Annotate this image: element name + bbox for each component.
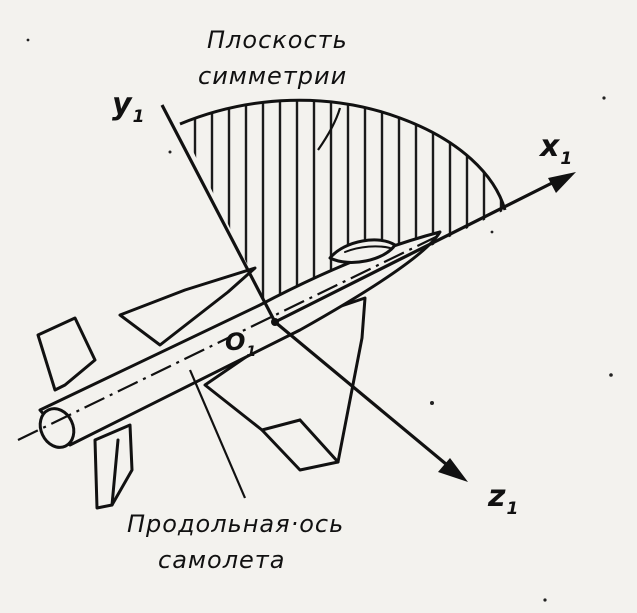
airplane	[36, 230, 442, 510]
x1-letter: x	[540, 129, 560, 164]
upper-wing	[118, 266, 257, 347]
z1-axis	[273, 320, 468, 482]
upper-fin	[36, 316, 97, 392]
origin-index: 1	[246, 344, 257, 360]
longitudinal-axis-label-line2: самолета	[158, 546, 286, 574]
plane-of-symmetry-label-line1: Плоскость	[207, 26, 348, 54]
origin-point	[271, 318, 279, 326]
x1-axis-label: x1	[540, 129, 572, 168]
y1-axis	[160, 104, 277, 323]
y1-letter: y	[112, 87, 132, 122]
leader-lines	[188, 107, 342, 499]
z1-axis-label: z1	[488, 479, 518, 518]
origin-label: O1	[225, 328, 256, 359]
y1-index: 1	[132, 107, 145, 127]
lower-wing	[203, 296, 367, 472]
longitudinal-axis-label-line1: Продольная·ось	[127, 510, 345, 538]
z1-arrowhead	[438, 458, 468, 482]
y1-axis-label: y1	[112, 87, 144, 126]
plane-leader	[317, 107, 342, 151]
axis-leader	[188, 369, 247, 499]
z1-letter: z	[488, 479, 506, 514]
lower-fin	[93, 423, 134, 510]
tail-nozzle	[38, 407, 76, 449]
z1-index: 1	[506, 499, 519, 519]
plane-of-symmetry-label-line2: симметрии	[198, 62, 348, 90]
fuselage	[38, 230, 442, 447]
longitudinal-axis	[17, 234, 441, 441]
x1-index: 1	[560, 149, 573, 169]
x1-axis	[274, 172, 576, 324]
scan-specks	[26, 38, 613, 602]
origin-letter: O	[225, 328, 246, 356]
x1-arrowhead	[548, 172, 576, 193]
